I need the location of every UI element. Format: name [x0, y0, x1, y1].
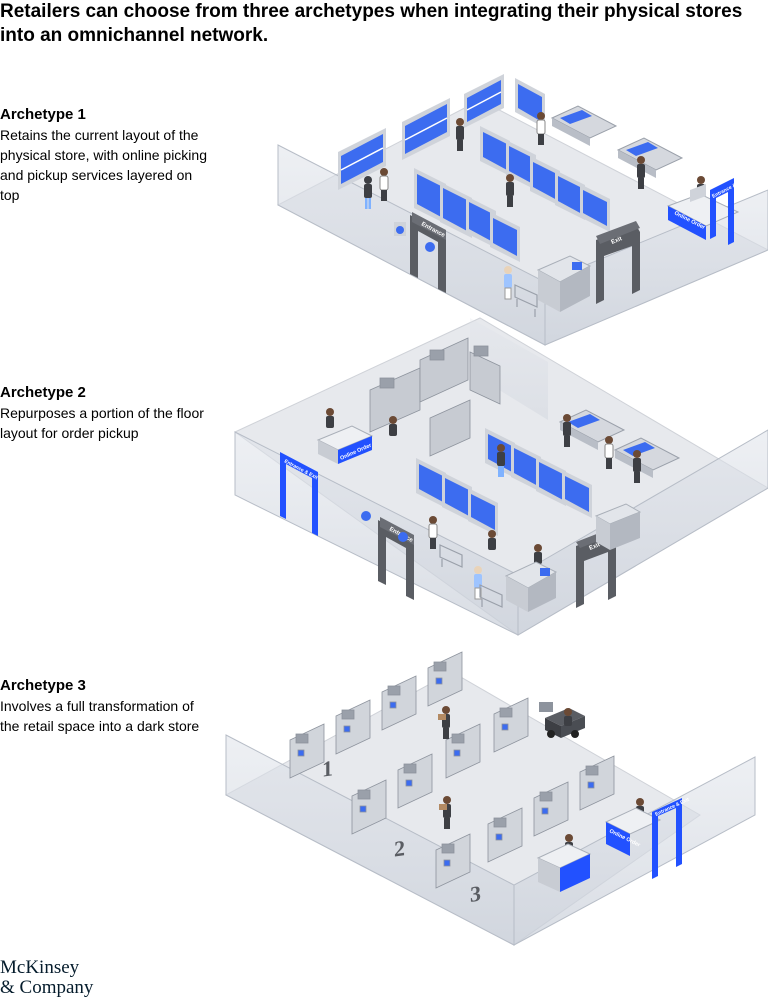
shelf-unit: [414, 168, 446, 224]
store-2-wall-back-right: [470, 318, 548, 420]
person-figure: [428, 516, 438, 549]
person-figure: [534, 544, 542, 564]
shelf-unit: [536, 456, 566, 506]
archetype-1-heading: Archetype 1: [0, 106, 86, 123]
store-3-wall-right: [513, 756, 756, 946]
zone-label-3: 3: [470, 880, 481, 906]
person-figure: [506, 174, 514, 207]
shelf-unit: [511, 442, 541, 492]
rack: [427, 651, 463, 707]
shelf-unit: [480, 126, 510, 176]
person-figure: [563, 414, 571, 447]
store-1-shelves: [338, 74, 684, 262]
archetype-3-heading: Archetype 3: [0, 677, 86, 694]
shopping-cart: [439, 544, 463, 568]
person-figure: [326, 408, 334, 428]
rack: [435, 833, 471, 889]
shopping-cart: [514, 284, 538, 317]
promo-stand: [361, 511, 371, 521]
person-figure: [474, 566, 482, 600]
dark-store-racks: [289, 651, 615, 889]
rack: [335, 699, 371, 755]
person-figure: [504, 266, 512, 300]
archetype-2-description: Repurposes a portion of the floor layout…: [0, 405, 204, 441]
logo-line-1: McKinsey: [0, 957, 80, 978]
shelf-unit: [490, 212, 520, 262]
person-figure: [379, 168, 389, 201]
promo-stand: [425, 242, 435, 252]
shelf-unit: [468, 488, 498, 536]
shopping-cart: [479, 584, 503, 608]
storage-racks-2: [369, 337, 501, 457]
display-table: [550, 105, 618, 146]
checkout-counter-2: [504, 503, 642, 612]
archetype-3-description: Involves a full transformation of the re…: [0, 698, 200, 734]
rack: [445, 723, 481, 779]
person-figure: [497, 444, 505, 477]
checkout-counter-1: [536, 255, 592, 312]
rack: [397, 753, 433, 809]
online-order-pickup-1: Online Order Entrance & Exit: [666, 178, 747, 245]
archetype-1-description: Retains the current layout of the physic…: [0, 127, 207, 203]
archetype-2-store: Entrance Exit Online Order Entrance & Ex…: [234, 317, 768, 636]
archetype-3-text: Archetype 3 Involves a full transformati…: [0, 676, 210, 736]
promo-stand: [398, 532, 408, 542]
rack: [487, 807, 523, 863]
shelf-unit: [464, 74, 504, 128]
mckinsey-logo: McKinsey & Company: [0, 958, 93, 998]
archetype-3-store: 1 2 3 Online Order Entrance & Exit: [224, 651, 756, 946]
person-figure: [637, 156, 645, 189]
person-figure: [456, 118, 464, 151]
zone-label-1: 1: [322, 755, 333, 781]
rack: [351, 779, 387, 835]
shelf-unit: [562, 470, 592, 518]
person-figure: [536, 112, 546, 145]
person-figure: [633, 450, 641, 483]
archetype-2-heading: Archetype 2: [0, 384, 86, 401]
exit-sign: Exit: [611, 236, 623, 246]
rack: [579, 755, 615, 811]
shelf-unit: [440, 182, 472, 238]
page-title: Retailers can choose from three archetyp…: [0, 1, 743, 46]
person-figure: [564, 708, 572, 726]
shelf-unit: [580, 184, 610, 232]
rack: [533, 781, 569, 837]
person-figure: [389, 416, 397, 436]
archetype-1-store: Entrance Exit Online Order Entrance & Ex…: [276, 74, 768, 346]
shelf-unit: [530, 156, 560, 206]
shelf-unit: [402, 98, 450, 160]
archetype-2-text: Archetype 2 Repurposes a portion of the …: [0, 383, 210, 443]
shelf-unit: [442, 472, 472, 522]
display-table: [616, 137, 684, 178]
person-figure: [439, 796, 451, 829]
zone-label-2: 2: [394, 835, 405, 861]
rack: [493, 697, 529, 753]
person-figure: [364, 176, 372, 209]
rack: [289, 723, 325, 779]
exit-gate-1: Exit: [596, 221, 640, 304]
shelf-unit: [555, 170, 585, 220]
rack: [381, 675, 417, 731]
logo-line-2: & Company: [0, 977, 94, 998]
person-figure: [604, 436, 614, 469]
archetype-1-text: Archetype 1 Retains the current layout o…: [0, 105, 210, 205]
shelf-unit: [416, 458, 446, 508]
person-figure: [488, 530, 496, 550]
shoppers-2: [326, 408, 641, 600]
shelf-unit: [338, 128, 386, 190]
shelf-unit: [466, 196, 496, 248]
store-2-shelves: [416, 409, 681, 536]
exit-sign: Exit: [589, 542, 601, 552]
person-figure: [438, 706, 450, 739]
promo-stand: [394, 222, 406, 236]
